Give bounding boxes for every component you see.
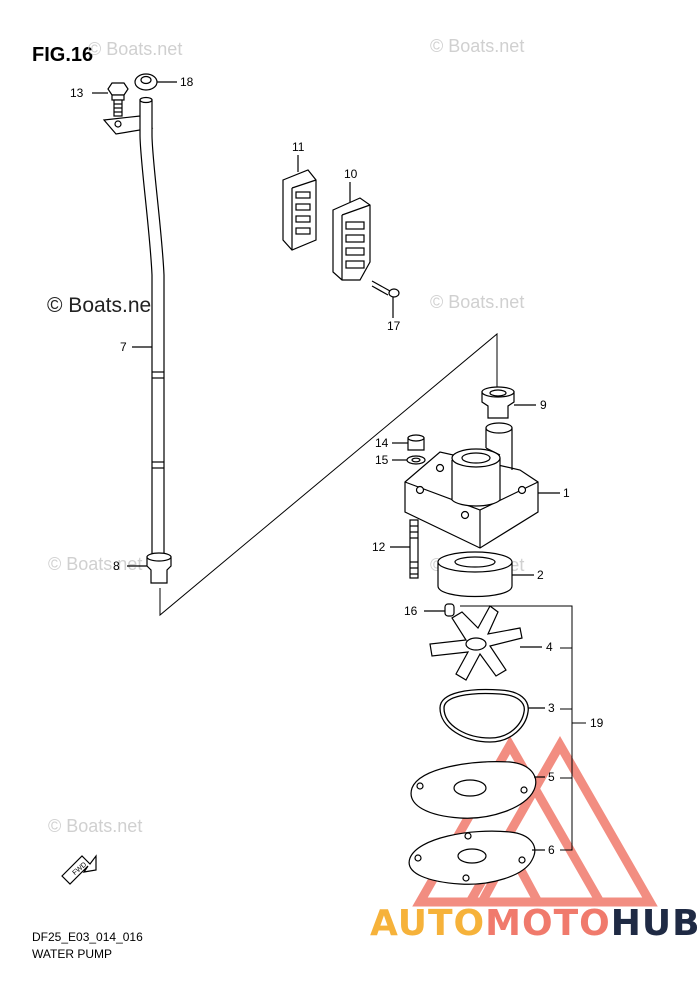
callout-4: 4 [546, 640, 553, 654]
part-9-insert [481, 386, 536, 419]
diagram-caption: WATER PUMP [32, 947, 112, 961]
callout-12: 12 [372, 540, 386, 554]
callout-18: 18 [180, 75, 194, 89]
part-17-screw [371, 280, 400, 318]
callout-11: 11 [292, 140, 305, 154]
guide-lines [159, 332, 498, 617]
kit-19-bracket [460, 605, 586, 851]
part-13-bolt [92, 82, 129, 117]
part-4-impeller [429, 605, 542, 681]
callout-9: 9 [540, 398, 547, 412]
part-14-nut [392, 434, 425, 451]
part-7-tube [102, 96, 165, 556]
part-5-plate-gasket [410, 761, 545, 819]
figure-title: FIG.16 [32, 44, 94, 66]
callout-8: 8 [113, 559, 120, 573]
callout-19: 19 [590, 716, 604, 730]
callout-2: 2 [537, 568, 544, 582]
part-8-grommet [127, 552, 172, 584]
callout-15: 15 [375, 453, 389, 467]
callout-16: 16 [404, 604, 418, 618]
part-3-gasket [439, 688, 545, 743]
part-16-key [424, 603, 455, 617]
callout-17: 17 [387, 319, 401, 333]
watermark-dark: © Boats.net [47, 294, 157, 317]
part-12-stud [390, 519, 419, 579]
part-10-cover [332, 182, 371, 281]
watermark: © Boats.net [430, 292, 524, 312]
watermark: © Boats.net [88, 39, 182, 59]
brand-wordmark: AUTOMOTOHUB [370, 903, 698, 944]
watermark: © Boats.net [48, 554, 142, 574]
callout-10: 10 [344, 167, 358, 181]
part-15-washer [392, 455, 426, 465]
diagram-code: DF25_E03_014_016 [32, 930, 143, 944]
callout-1: 1 [563, 486, 570, 500]
watermark: © Boats.net [430, 36, 524, 56]
callout-13: 13 [70, 86, 84, 100]
callout-6: 6 [548, 843, 555, 857]
fwd-arrow-icon: FWD [61, 854, 97, 885]
watermark: © Boats.net [48, 816, 142, 836]
part-11-cover [282, 155, 317, 251]
brand-part-moto: MOTO [485, 903, 611, 944]
brand-part-hub: HUB [610, 903, 698, 944]
callout-5: 5 [548, 770, 555, 784]
part-6-plate-gasket [408, 830, 545, 885]
part-2-liner [437, 551, 534, 598]
callout-7: 7 [120, 340, 127, 354]
part-18-grommet [134, 73, 177, 91]
callout-14: 14 [375, 436, 389, 450]
brand-part-auto: AUTO [370, 903, 486, 944]
callout-3: 3 [548, 701, 555, 715]
part-1-pump-case [404, 422, 560, 549]
